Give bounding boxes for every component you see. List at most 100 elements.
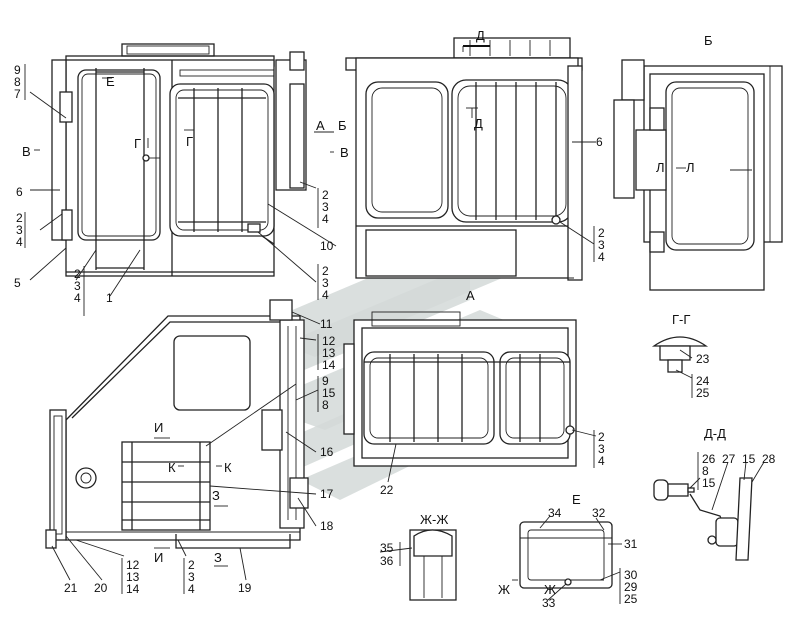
callout-22: 22 [380,483,394,497]
callout-9-a: 9 [14,63,21,77]
callout-33: 33 [542,596,556,610]
section-letter-labels: Д Д Б Е Г Г А Б В В Л Л А И К К З И З Г-… [22,28,726,597]
callout-13-a: 13 [322,346,336,360]
callout-3-a: 3 [16,223,23,237]
callout-3-b: 3 [74,279,81,293]
callout-3-f: 3 [188,570,195,584]
callout-34: 34 [548,506,562,520]
callout-15-c: 15 [742,452,756,466]
section-title-d-d: Д-Д [704,426,726,441]
cab-front-view [345,37,583,281]
callout-4-b: 4 [74,291,81,305]
callout-3-e: 3 [598,238,605,252]
section-label-k-left: К [168,460,176,475]
section-label-g-left: Г [134,136,141,151]
callout-4-f: 4 [188,582,195,596]
callout-3-g: 3 [598,442,605,456]
callout-21: 21 [64,581,78,595]
callout-4-g: 4 [598,454,605,468]
callout-27: 27 [722,452,736,466]
section-g-g-detail [651,336,709,373]
view-arrow-label-b: Б [338,118,347,133]
view-label-b-heading: Б [704,33,713,48]
section-label-z-bottom: З [214,550,222,565]
callout-19: 19 [238,581,252,595]
callout-2-d: 2 [322,264,329,278]
callout-6-b: 6 [596,135,603,149]
callout-28: 28 [762,452,776,466]
section-label-e-left: Е [106,74,115,89]
leader-lines [29,91,765,601]
section-label-d-top: Д [476,28,485,43]
callout-2-e: 2 [598,226,605,240]
callout-bars [24,64,699,604]
callout-11: 11 [320,317,333,331]
detail-e-window-frame [519,521,613,589]
callout-32: 32 [592,506,606,520]
callout-12-b: 12 [126,558,140,572]
callout-6-a: 6 [16,185,23,199]
callout-13-b: 13 [126,570,140,584]
callout-2-g: 2 [598,430,605,444]
callout-7: 7 [14,87,21,101]
callout-31: 31 [624,537,638,551]
cab-rear-view [343,311,577,467]
cab-rear-side-view [613,59,783,291]
callout-20: 20 [94,581,108,595]
callout-15-b: 15 [702,476,716,490]
section-label-i-bottom: И [154,550,163,565]
callout-4-a: 4 [16,235,23,249]
section-label-zh-left: Ж [498,582,510,597]
callout-8-b: 8 [322,398,329,412]
view-label-a-heading: А [466,288,475,303]
callout-3-d: 3 [322,276,329,290]
section-title-g-g: Г-Г [672,312,690,327]
callout-8-a: 8 [14,75,21,89]
callout-25-b: 25 [624,592,638,606]
callout-9-b: 9 [322,374,329,388]
callout-29: 29 [624,580,638,594]
section-label-d-front: Д [474,116,483,131]
section-title-zh-zh: Ж-Ж [420,512,448,527]
cab-side-view-left [51,43,307,277]
section-label-i-top: И [154,420,163,435]
section-label-v-right: В [340,145,349,160]
section-arrows [34,45,686,581]
callout-2-c: 2 [322,188,329,202]
callout-23: 23 [696,352,710,366]
callout-2-a: 2 [16,211,23,225]
callout-14-a: 14 [322,358,336,372]
callout-8-c: 8 [702,464,709,478]
callout-16: 16 [320,445,334,459]
position-callouts: 9 8 7 6 2 3 4 5 2 3 4 1 2 3 4 10 2 3 4 6… [14,63,776,610]
callout-1: 1 [106,291,113,305]
callout-18: 18 [320,519,334,533]
callout-4-e: 4 [598,250,605,264]
callout-35: 35 [380,541,394,555]
callout-17: 17 [320,487,334,501]
callout-2-b: 2 [74,267,81,281]
callout-4-c: 4 [322,212,329,226]
section-label-v-left: В [22,144,31,159]
callout-36: 36 [380,554,394,568]
detail-title-e: Е [572,492,581,507]
callout-12-a: 12 [322,334,336,348]
callout-4-d: 4 [322,288,329,302]
callout-15-a: 15 [322,386,336,400]
callout-2-f: 2 [188,558,195,572]
section-label-l-right: Л [686,160,695,175]
callout-24-a: 24 [696,374,710,388]
callout-3-c: 3 [322,200,329,214]
section-label-g-right: Г [186,134,193,149]
callout-5: 5 [14,276,21,290]
section-label-z-top: З [212,488,220,503]
section-label-l-left: Л [656,160,665,175]
view-arrow-label-a: А [316,118,325,133]
callout-25-a: 25 [696,386,710,400]
callout-30: 30 [624,568,638,582]
section-zh-zh-detail [409,529,457,601]
callout-14-b: 14 [126,582,140,596]
section-d-d-detail [653,477,753,561]
